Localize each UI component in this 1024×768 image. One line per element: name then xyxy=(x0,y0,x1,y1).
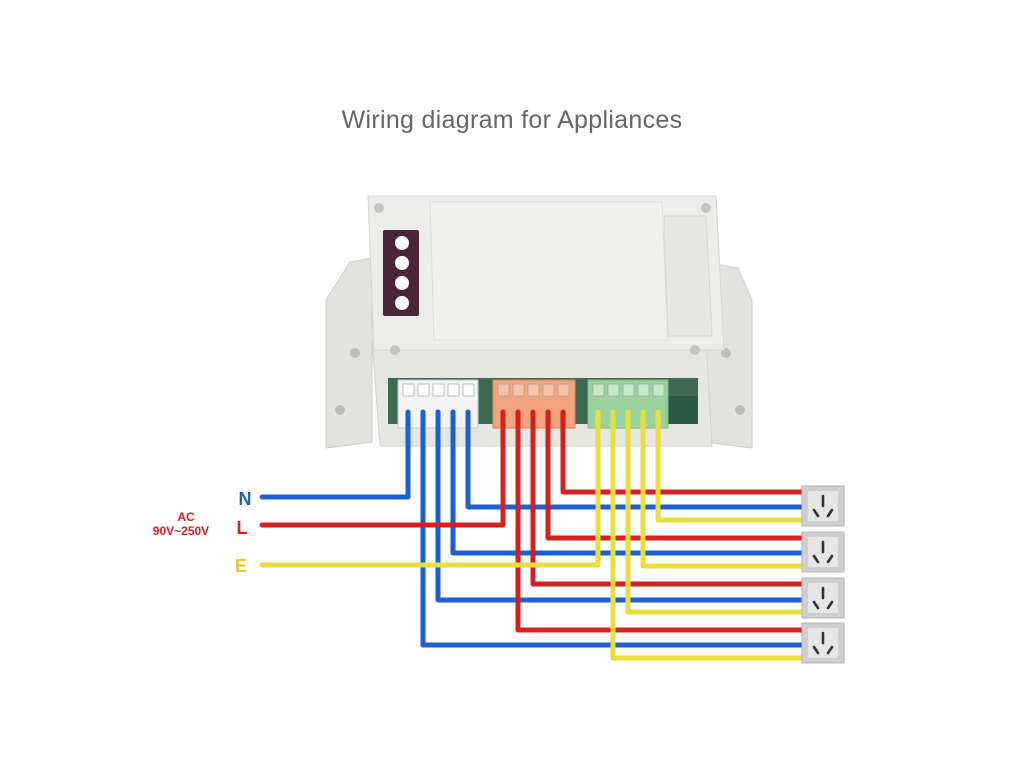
button-1 xyxy=(395,236,409,250)
neutral-wire xyxy=(450,409,806,556)
terminal-slot xyxy=(592,383,605,397)
left-flange xyxy=(325,257,373,449)
power-socket-icon xyxy=(801,577,845,619)
terminal-slot xyxy=(417,383,430,397)
earth-wire xyxy=(640,409,806,569)
terminal-slot xyxy=(497,383,510,397)
live-wire xyxy=(530,409,806,587)
terminal-slot xyxy=(637,383,650,397)
button-3 xyxy=(395,276,409,290)
button-panel xyxy=(383,230,419,316)
earth-wire xyxy=(610,409,806,661)
earth-wire xyxy=(259,409,601,568)
neutral-wire xyxy=(259,409,411,500)
ac-label: AC xyxy=(177,510,195,524)
live-wire xyxy=(259,409,506,528)
terminal-slot xyxy=(512,383,525,397)
terminal-slot xyxy=(652,383,665,397)
terminal-slot xyxy=(462,383,475,397)
power-socket-icon xyxy=(801,531,845,573)
relay-module-icon xyxy=(325,195,753,449)
terminal-slot xyxy=(607,383,620,397)
earth-wire xyxy=(625,409,806,615)
neutral-label: N xyxy=(239,489,252,509)
terminal-slot xyxy=(557,383,570,397)
live-label: L xyxy=(237,518,248,538)
terminal-slot xyxy=(542,383,555,397)
power-socket-icon xyxy=(801,485,845,527)
terminal-slot xyxy=(432,383,445,397)
earth-wire xyxy=(655,409,806,523)
power-socket-icon xyxy=(801,622,845,664)
neutral-wire xyxy=(435,409,806,603)
terminal-slot xyxy=(527,383,540,397)
earth-label: E xyxy=(235,556,247,576)
live-wire xyxy=(545,409,806,541)
terminal-slot xyxy=(622,383,635,397)
voltage-label: 90V~250V xyxy=(153,524,209,538)
button-4 xyxy=(395,296,409,310)
terminal-slot xyxy=(402,383,415,397)
button-2 xyxy=(395,256,409,270)
neutral-wire xyxy=(420,409,806,648)
page-title: Wiring diagram for Appliances xyxy=(341,106,683,134)
neutral-wire xyxy=(465,409,806,510)
live-wire xyxy=(515,409,806,633)
live-wire xyxy=(560,409,806,495)
terminal-slot xyxy=(447,383,460,397)
